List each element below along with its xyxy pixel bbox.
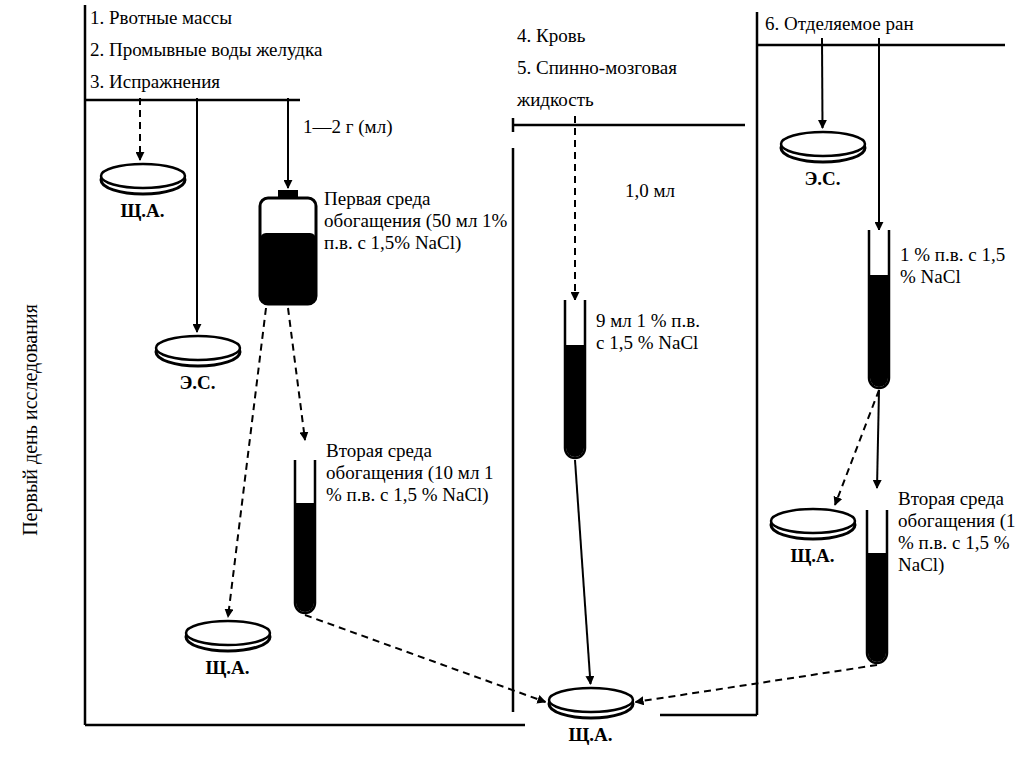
material-name: 1. Рвотные массы (90, 2, 480, 34)
medium-text: 1 % п.в. с 1,5 % NaCl (900, 244, 1016, 288)
material-name: 6. Отделяемое ран (765, 10, 1015, 38)
connector-arrow (139, 98, 141, 160)
plate-drawing (546, 684, 636, 720)
medium-description: Первая среда обогащения (50 мл 1% п.в. с… (324, 188, 511, 254)
volume-label: 1—2 г (мл) (300, 116, 395, 138)
test-tube: Вторая среда обогащения (1 % п.в. с 1,5 … (864, 488, 1022, 665)
connector-arrow (288, 308, 305, 440)
source-group: 6. Отделяемое ран (765, 10, 1015, 38)
medium-text: Первая среда обогащения (50 мл 1% п.в. с… (324, 188, 511, 254)
petri-dish: Э.С. (775, 128, 870, 190)
connector-arrow (835, 390, 879, 505)
connector-arrow (196, 98, 198, 332)
flask-drawing (256, 188, 320, 308)
medium-description: 1 % п.в. с 1,5 % NaCl (900, 244, 1016, 288)
plate-drawing (183, 617, 273, 653)
tube-drawing (866, 230, 892, 390)
connector-arrow (305, 615, 546, 702)
connector-arrow (821, 38, 824, 128)
material-name: 5. Спинно-мозговая жидкость (517, 52, 752, 116)
medium-name: Щ.А. (205, 657, 249, 679)
medium-description: Вторая среда обогащения (1 % п.в. с 1,5 … (898, 488, 1022, 576)
medium-description: Вторая среда обогащения (10 мл 1 % п.в. … (326, 440, 512, 506)
connector-arrow (636, 665, 878, 702)
petri-dish: Щ.А. (95, 160, 190, 222)
petri-dish: Щ.А. (765, 505, 860, 567)
tube-drawing (292, 440, 318, 615)
medium-name: Щ.А. (120, 200, 164, 222)
medium-name: Щ.А. (568, 724, 612, 746)
connector-arrow (574, 116, 576, 300)
medium-text: 9 мл 1 % п.в. с 1,5 % NaCl (596, 310, 712, 354)
connector-arrow (575, 460, 591, 684)
medium-name: Щ.А. (790, 545, 834, 567)
petri-dish: Э.С. (150, 332, 245, 394)
material-name: 3. Испражнения (90, 66, 480, 98)
petri-dish: Щ.А. (543, 684, 638, 746)
medium-description: 9 мл 1 % п.в. с 1,5 % NaCl (596, 310, 712, 354)
tube-drawing (562, 300, 588, 460)
plate-drawing (768, 505, 858, 541)
medium-text: Вторая среда обогащения (1 % п.в. с 1,5 … (898, 488, 1022, 576)
tube-drawing (864, 488, 890, 665)
material-name: 4. Кровь (517, 20, 752, 52)
connector-arrow (878, 38, 880, 230)
material-name: 2. Промывные воды желудка (90, 34, 480, 66)
plate-drawing (778, 128, 868, 164)
petri-dish: Щ.А. (180, 617, 275, 679)
medium-name: Э.С. (179, 372, 215, 394)
stage-label: Первый день исследования (19, 304, 42, 536)
test-tube: 9 мл 1 % п.в. с 1,5 % NaCl (562, 300, 712, 460)
volume-label: 1,0 мл (622, 180, 678, 202)
test-tube: 1 % п.в. с 1,5 % NaCl (866, 230, 1016, 390)
test-tube: Вторая среда обогащения (10 мл 1 % п.в. … (292, 440, 512, 615)
plate-drawing (98, 160, 188, 196)
plate-drawing (153, 332, 243, 368)
source-group: 1. Рвотные массы2. Промывные воды желудк… (90, 2, 480, 98)
enrichment-flask: Первая среда обогащения (50 мл 1% п.в. с… (256, 188, 511, 308)
connector-arrow (877, 390, 879, 488)
source-group: 4. Кровь5. Спинно-мозговая жидкость (517, 20, 752, 116)
medium-text: Вторая среда обогащения (10 мл 1 % п.в. … (326, 440, 512, 506)
medium-name: Э.С. (804, 168, 840, 190)
connector-arrow (287, 98, 289, 188)
